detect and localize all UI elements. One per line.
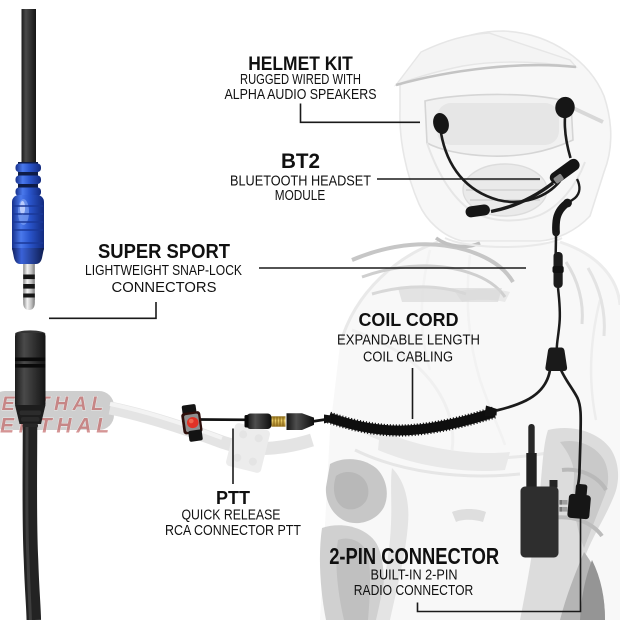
svg-text:MODULE: MODULE <box>275 187 326 204</box>
svg-text:BUILT-IN 2-PIN: BUILT-IN 2-PIN <box>371 567 458 584</box>
svg-text:PTT: PTT <box>216 487 251 508</box>
svg-text:RUGGED WIRED WITH: RUGGED WIRED WITH <box>240 71 361 88</box>
svg-text:CONNECTORS: CONNECTORS <box>112 279 217 296</box>
svg-text:HELMET KIT: HELMET KIT <box>248 53 353 75</box>
svg-text:COIL CABLING: COIL CABLING <box>363 349 453 366</box>
svg-text:LIGHTWEIGHT SNAP-LOCK: LIGHTWEIGHT SNAP-LOCK <box>85 262 242 279</box>
svg-text:QUICK RELEASE: QUICK RELEASE <box>182 507 281 524</box>
svg-text:COIL CORD: COIL CORD <box>359 310 459 330</box>
svg-text:ALPHA AUDIO SPEAKERS: ALPHA AUDIO SPEAKERS <box>225 86 377 103</box>
svg-text:SUPER SPORT: SUPER SPORT <box>98 240 230 263</box>
svg-text:EXPANDABLE LENGTH: EXPANDABLE LENGTH <box>337 332 480 349</box>
svg-text:RADIO CONNECTOR: RADIO CONNECTOR <box>354 582 474 599</box>
svg-text:2-PIN CONNECTOR: 2-PIN CONNECTOR <box>329 543 499 569</box>
svg-text:BT2: BT2 <box>281 149 320 173</box>
svg-text:RCA CONNECTOR PTT: RCA CONNECTOR PTT <box>165 522 301 539</box>
svg-text:BLUETOOTH HEADSET: BLUETOOTH HEADSET <box>230 173 371 190</box>
